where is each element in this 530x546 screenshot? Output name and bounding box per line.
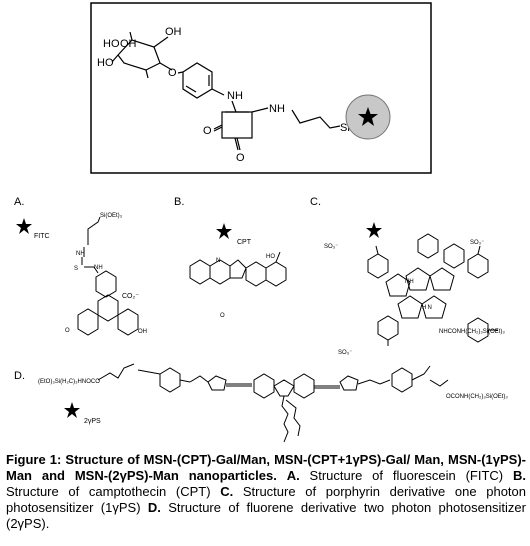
right-silane-label: OCONH(CH₂)₃Si(OEt)₃ [446, 394, 508, 400]
caption-title: Figure 1: Structure of MSN-(CPT)-Gal/Man… [6, 452, 526, 483]
sugar-oh-label-3: OH [165, 26, 182, 38]
fitc-s-label: S [74, 266, 78, 272]
so3-label-3: SO₃⁻ [338, 350, 352, 356]
figure-caption: Figure 1: Structure of MSN-(CPT)-Gal/Man… [6, 452, 526, 532]
sugar-ho-label-1: HO [103, 38, 120, 50]
porphyrin-hn-label: H N [422, 305, 432, 311]
panel-a-fitc-structure: FITC Si(OEt)₃ NH S NH CO₂⁻ O OH [16, 213, 147, 336]
sugar-oh-label-2: OH [120, 38, 137, 50]
caption-d-text: Structure of fluorene derivative two pho… [6, 500, 526, 531]
two-photon-ps-label: 2γPS [84, 418, 101, 425]
panel-b-letter: B. [174, 196, 185, 208]
propyl-chain [291, 109, 341, 129]
star-icon [358, 107, 378, 126]
top-structure-frame [90, 2, 432, 174]
nh-label-2: NH [269, 103, 285, 115]
fitc-bonds [77, 216, 139, 336]
sugar-o-label: O [168, 67, 177, 79]
fitc-label: FITC [34, 233, 50, 240]
caption-d-label: D. [147, 500, 161, 515]
so3-label-2: SO₃⁻ [470, 240, 484, 246]
nh-label-1: NH [227, 90, 243, 102]
sugar-ring [111, 31, 173, 79]
panel-b-cpt-structure: CPT HO N O [189, 223, 287, 319]
fitc-o-label: O [65, 328, 70, 334]
cpt-n-label: N [216, 258, 220, 264]
sugar-ho-label-4: HO [97, 57, 114, 69]
squaramide-ring [213, 100, 269, 151]
caption-a-text: Structure of fluorescein (FITC) [299, 468, 513, 483]
star-icon [16, 218, 32, 234]
fitc-co2-label: CO₂⁻ [122, 293, 139, 300]
panel-c-letter: C. [310, 196, 321, 208]
caption-a-label: A. [286, 468, 300, 483]
porphyrin-bonds [367, 233, 498, 346]
fitc-si-label: Si(OEt)₃ [100, 213, 123, 219]
caption-b-text: Structure of camptothecin (CPT) [6, 484, 221, 499]
caption-c-text: Structure of porphyrin derivative one ph… [6, 484, 526, 515]
fluorene-bonds [97, 363, 449, 443]
top-structure-diagram: HO OH OH HO O NH O O NH Si [90, 2, 432, 174]
panel-a-letter: A. [14, 196, 25, 208]
porphyrin-nh-label: NH [405, 279, 414, 285]
panel-d-fluorene-structure: (EtO)₃Si(H₂C)₃HNOCO 2γPS OCONH(CH₂)₃Si(O… [38, 363, 508, 443]
caption-c-label: C. [220, 484, 234, 499]
star-icon [366, 222, 382, 238]
fitc-oh-label: OH [138, 329, 147, 335]
cpt-bonds [189, 251, 287, 287]
oxo-label-2: O [236, 152, 245, 164]
fitc-nh-label-2: NH [94, 265, 103, 271]
phenyl-ring [177, 62, 225, 99]
cpt-ho-label: HO [266, 254, 275, 260]
caption-b-label: B. [513, 468, 526, 483]
left-silane-label: (EtO)₃Si(H₂C)₃HNOCO [38, 379, 100, 385]
cpt-o-label: O [220, 313, 225, 319]
porphyrin-linker-label: NHCONH(CH₂)₃Si(OEt)₃ [439, 329, 505, 335]
oxo-label-1: O [203, 125, 212, 137]
star-icon [64, 402, 80, 418]
panel-d-letter: D. [14, 370, 25, 382]
fitc-nh-label-1: NH [76, 251, 85, 257]
si-label: Si [340, 122, 350, 134]
panel-c-porphyrin-structure: SO₃⁻ SO₃⁻ SO₃⁻ NH H N NHCONH(CH₂)₃Si(OEt… [324, 222, 505, 356]
so3-label-1: SO₃⁻ [324, 244, 338, 250]
star-icon [216, 223, 232, 239]
cpt-label: CPT [237, 239, 252, 246]
